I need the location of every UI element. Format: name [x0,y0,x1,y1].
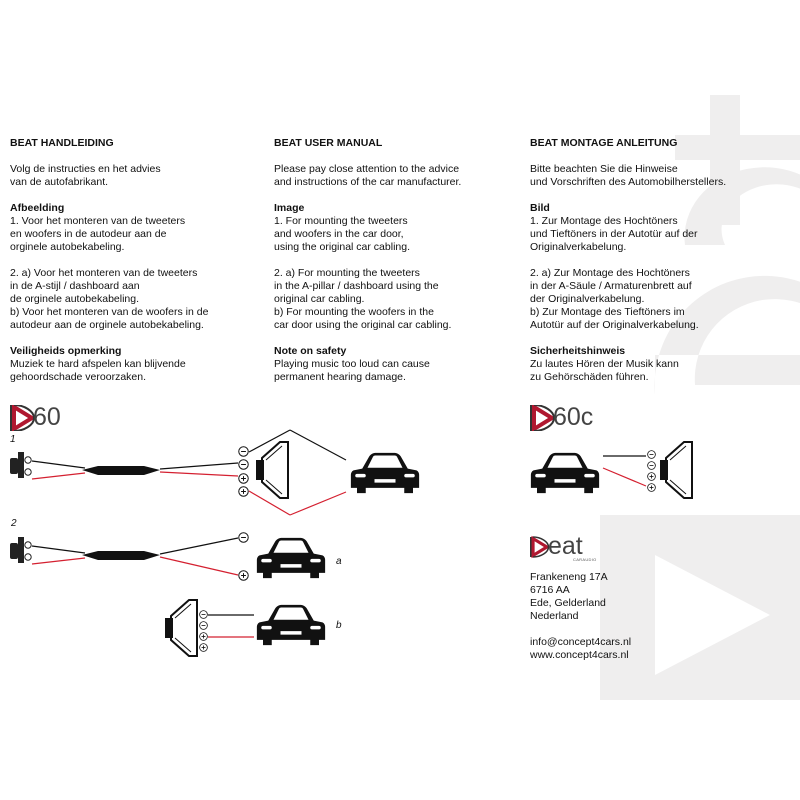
step1-line: en woofers in de autodeur aan de [10,228,167,240]
safety-line: gehoordschade veroorzaken. [10,371,147,383]
tweeter-icon [10,536,32,564]
step2-line: de orginele autobekabeling. [10,293,140,305]
step1-line: und Tieftöners in der Autotür auf der [530,228,698,240]
terminal-plus-icon [238,473,249,484]
figure-60c-diagram [530,441,693,499]
step2-line: b) Voor het monteren van de woofers in d… [10,306,209,318]
address-line: Frankeneng 17A [530,571,608,583]
step2-line: Autotür auf der Originalverkabelung. [530,319,699,331]
car-icon [350,452,420,494]
terminal-minus-icon [199,621,208,630]
intro-line: van de autofabrikant. [10,176,109,188]
step2-line: in der A-Säule / Armaturenbrett auf [530,280,692,292]
woofer-icon [164,599,198,657]
step1-line: orginele autobekabeling. [10,241,125,253]
terminal-minus-icon [238,459,249,470]
crossover-icon [82,551,160,560]
email-link[interactable]: info@concept4cars.nl [530,636,632,648]
step1-line: Originalverkabelung. [530,241,627,253]
step2-line: 2. a) Voor het monteren van de tweeters [10,267,198,279]
image-heading: Afbeelding [10,202,65,214]
step2-line: in the A-pillar / dashboard using the [274,280,439,292]
intro-line: Bitte beachten Sie die Hinweise [530,163,678,175]
beat-b-icon [10,405,36,431]
intro-line: und Vorschriften des Automobilhersteller… [530,176,727,188]
woofer-icon [255,441,289,499]
model-number-60c: 60c [553,403,594,431]
safety-line: zu Gehörschäden führen. [530,371,649,383]
address-block: Frankeneng 17A 6716 AA Ede, Gelderland N… [530,571,631,662]
brand-subtitle: CARAUDIO [573,557,597,562]
terminal-plus-icon [647,472,656,481]
step1-line: 1. Voor het monteren van de tweeters [10,215,186,227]
heading-german: BEAT MONTAGE ANLEITUNG [530,137,678,149]
figure-2-diagram [10,532,326,657]
beat-brand-logo: eat CARAUDIO [530,532,610,563]
terminal-minus-icon [238,532,249,543]
step1-line: 1. For mounting the tweeters [274,215,408,227]
column-english: BEAT USER MANUAL Please pay close attent… [274,137,524,384]
image-heading: Bild [530,202,550,214]
brand-name: eat [548,532,583,560]
safety-heading: Sicherheitshinweis [530,345,626,357]
step2-line: autodeur aan de orginele autobekabeling. [10,319,204,331]
safety-line: Muziek te hard afspelen kan blijvende [10,358,186,370]
terminal-plus-icon [238,486,249,497]
step2-line: b) For mounting the woofers in the [274,306,434,318]
address-line: Nederland [530,610,579,622]
terminal-minus-icon [647,450,656,459]
terminal-minus-icon [238,446,249,457]
tweeter-icon [10,451,32,479]
safety-heading: Veiligheids opmerking [10,345,122,357]
wiring-diagrams [10,429,693,657]
step2-line: b) Zur Montage des Tieftöners im [530,306,685,318]
terminal-plus-icon [199,643,208,652]
beat-watermark [600,95,800,700]
address-line: Ede, Gelderland [530,597,606,609]
intro-line: Please pay close attention to the advice [274,163,460,175]
step2-line: car door using the original car cabling. [274,319,452,331]
figure-label-1: 1 [10,434,16,445]
terminal-plus-icon [199,632,208,641]
figure-label-b: b [336,620,342,631]
terminal-minus-icon [647,461,656,470]
column-german: BEAT MONTAGE ANLEITUNG Bitte beachten Si… [530,137,780,384]
heading-english: BEAT USER MANUAL [274,137,383,149]
safety-line: Playing music too loud can cause [274,358,430,370]
terminal-plus-icon [647,483,656,492]
terminal-minus-icon [199,610,208,619]
intro-line: and instructions of the car manufacturer… [274,176,462,188]
terminal-plus-icon [238,570,249,581]
image-heading: Image [274,202,305,214]
crossover-icon [82,466,160,475]
website-link[interactable]: www.concept4cars.nl [530,649,629,661]
heading-dutch: BEAT HANDLEIDING [10,137,114,149]
step2-line: 2. a) Zur Montage des Hochtöners [530,267,690,279]
address-line: 6716 AA [530,584,570,596]
model-number-60: 60 [33,403,61,431]
car-icon [256,537,326,579]
figure-label-a: a [336,556,342,567]
step2-line: original car cabling. [274,293,365,305]
step2-line: der Originalverkabelung. [530,293,645,305]
intro-line: Volg de instructies en het advies [10,163,161,175]
safety-line: Zu lautes Hören der Musik kann [530,358,679,370]
column-dutch: BEAT HANDLEIDING Volg de instructies en … [10,137,260,384]
beat-b-icon [530,405,556,431]
car-icon [530,452,600,494]
car-icon [256,604,326,646]
step2-line: in de A-stijl / dashboard aan [10,280,140,292]
figure-label-2: 2 [11,518,17,529]
beat-b-icon [530,535,550,559]
safety-heading: Note on safety [274,345,347,357]
figure-1-diagram [10,429,420,516]
step1-line: and woofers in the car door, [274,228,404,240]
safety-line: permanent hearing damage. [274,371,406,383]
step1-line: using the original car cabling. [274,241,410,253]
step1-line: 1. Zur Montage des Hochtöners [530,215,678,227]
woofer-icon [659,441,693,499]
step2-line: 2. a) For mounting the tweeters [274,267,420,279]
